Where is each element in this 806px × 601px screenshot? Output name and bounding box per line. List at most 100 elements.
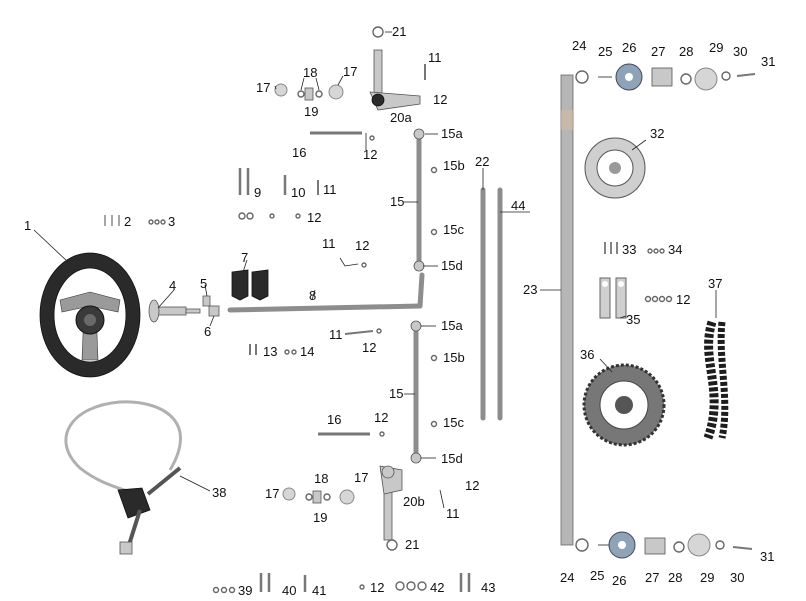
washer-12-bottom — [359, 584, 365, 590]
label-15d-bottom: 15d — [441, 451, 463, 466]
steering-column-shaft — [227, 272, 425, 313]
label-11-spindle-bottom: 11 — [446, 506, 460, 521]
label-25-top: 25 — [598, 44, 612, 59]
label-36: 36 — [580, 347, 594, 362]
steering-wheel — [39, 252, 141, 378]
label-26-top: 26 — [622, 40, 636, 55]
label-32: 32 — [650, 126, 664, 141]
label-9: 9 — [254, 185, 261, 200]
rear-sprocket — [582, 363, 666, 447]
label-11-spindle-top: 11 — [428, 50, 442, 65]
label-15b-bottom: 15b — [443, 350, 465, 365]
label-12-rod-lower: 12 — [362, 340, 376, 355]
label-16-top: 16 — [292, 145, 306, 160]
label-24-bottom: 24 — [560, 570, 574, 585]
label-28-bottom: 28 — [668, 570, 682, 585]
spindle-hardware-top — [274, 83, 344, 101]
label-7: 7 — [241, 250, 248, 265]
label-31-top: 31 — [761, 54, 775, 69]
label-15-lower: 15 — [389, 386, 403, 401]
bolts-9 — [238, 168, 250, 195]
label-39: 39 — [238, 583, 252, 598]
label-17-top-right: 17 — [343, 64, 357, 79]
bolts-2 — [104, 215, 120, 226]
label-27-bottom: 27 — [645, 570, 659, 585]
label-17-top-left: 17 — [256, 80, 270, 95]
label-1: 1 — [24, 218, 31, 233]
bolts-13 — [249, 344, 257, 355]
label-17-bottom-left: 17 — [265, 486, 279, 501]
label-30-bottom: 30 — [730, 570, 744, 585]
label-24-top: 24 — [572, 38, 586, 53]
bolts-40 — [259, 573, 271, 592]
label-27-top: 27 — [651, 44, 665, 59]
label-12-rod-top: 12 — [363, 147, 377, 162]
spacer-5 — [202, 295, 211, 307]
label-28-top: 28 — [679, 44, 693, 59]
spindle-hardware-bottom — [282, 487, 355, 505]
label-15c-top: 15c — [443, 222, 464, 237]
axle-bearing-stack-top — [575, 63, 756, 91]
label-44: 44 — [511, 198, 525, 213]
washers-12-row — [238, 212, 301, 220]
label-29-bottom: 29 — [700, 570, 714, 585]
label-12-rod-upper: 12 — [355, 238, 369, 253]
label-15d-top: 15d — [441, 258, 463, 273]
part-labels: 1 2 3 4 5 6 7 8 9 10 11 12 13 14 21 11 1… — [24, 24, 775, 598]
washers-12-axle — [644, 295, 673, 303]
label-15c-bottom: 15c — [443, 415, 464, 430]
spindle-washer-21-top — [372, 26, 384, 38]
nuts-39 — [212, 586, 236, 594]
nuts-14 — [284, 349, 297, 355]
label-3: 3 — [168, 214, 175, 229]
label-40: 40 — [282, 583, 296, 598]
tie-rod-lower — [410, 320, 422, 464]
label-25-bottom: 25 — [590, 568, 604, 583]
bolt-11-upper-rod — [339, 257, 359, 267]
bolts-33 — [604, 242, 618, 254]
label-30-top: 30 — [733, 44, 747, 59]
label-11-rod-upper: 11 — [322, 236, 336, 251]
label-8: 8 — [309, 288, 316, 303]
label-42: 42 — [430, 580, 444, 595]
label-4: 4 — [169, 278, 176, 293]
label-14: 14 — [300, 344, 314, 359]
rear-axle — [560, 74, 574, 546]
label-19-bottom: 19 — [313, 510, 327, 525]
washers-12-rods — [361, 135, 385, 437]
label-22: 22 — [475, 154, 489, 169]
axle-bearing-stack-bottom — [575, 531, 753, 559]
bolts-43 — [459, 573, 471, 592]
label-6: 6 — [204, 324, 211, 339]
spindle-20b — [379, 465, 403, 541]
tie-rod-small-nuts — [430, 166, 438, 428]
label-19-top: 19 — [304, 104, 318, 119]
label-21-bottom: 21 — [405, 537, 419, 552]
leader-lines — [33, 31, 717, 492]
label-11-rod-lower: 11 — [329, 327, 343, 342]
label-11-mid: 11 — [323, 182, 337, 197]
label-15a-bottom: 15a — [441, 318, 463, 333]
spindle-20a — [369, 49, 421, 111]
label-26-bottom: 26 — [612, 573, 626, 588]
label-18-top: 18 — [303, 65, 317, 80]
label-15a-top: 15a — [441, 126, 463, 141]
steering-hub-adapter — [148, 299, 201, 323]
label-12-spindle-bottom: 12 — [465, 478, 479, 493]
label-12-bottom: 12 — [370, 580, 384, 595]
label-37: 37 — [708, 276, 722, 291]
spindle-washer-21-bottom — [386, 539, 398, 551]
nuts-34 — [647, 248, 665, 254]
label-41: 41 — [312, 583, 326, 598]
bolt-11-lower-rod — [344, 330, 374, 335]
brake-disc — [584, 137, 646, 199]
label-17-bottom-right: 17 — [354, 470, 368, 485]
label-35: 35 — [626, 312, 640, 327]
label-16-bottom: 16 — [327, 412, 341, 427]
label-29-top: 29 — [709, 40, 723, 55]
label-10: 10 — [291, 185, 305, 200]
label-18-bottom: 18 — [314, 471, 328, 486]
label-12-rod-bottom: 12 — [374, 410, 388, 425]
label-20b: 20b — [403, 494, 425, 509]
label-31-bottom: 31 — [760, 549, 774, 564]
